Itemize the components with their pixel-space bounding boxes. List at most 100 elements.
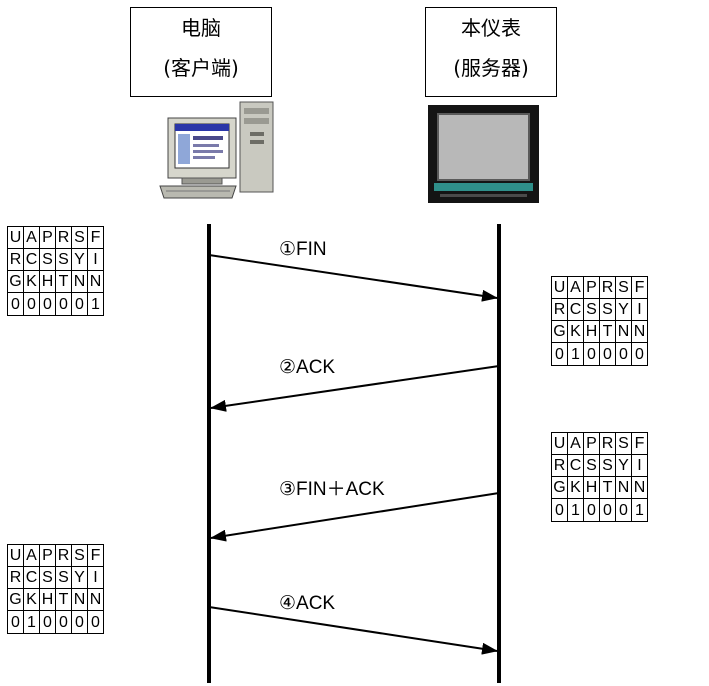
flag-cell: N	[87, 270, 104, 293]
flag-cell: 0	[583, 498, 600, 522]
flag-cell: 0	[551, 498, 568, 522]
flag-cell: Y	[71, 248, 88, 271]
flag-cell: I	[631, 298, 648, 321]
flag-cell: H	[39, 270, 56, 293]
flag-cell: A	[567, 432, 584, 455]
flag-cell: T	[55, 588, 72, 611]
flag-cell: S	[39, 248, 56, 271]
flag-cell: S	[39, 566, 56, 589]
flag-cell: 1	[87, 292, 104, 316]
flag-cell: 0	[55, 292, 72, 316]
message-fin-ack: ③FIN＋ACK	[279, 479, 385, 500]
flag-cell: T	[55, 270, 72, 293]
flag-cell: R	[551, 298, 568, 321]
client-label-box: 电脑 (客户端)	[130, 7, 272, 97]
flag-cell: K	[23, 588, 40, 611]
flag-cell: K	[567, 320, 584, 343]
client-subtitle: (客户端)	[163, 56, 239, 80]
flag-cell: N	[615, 320, 632, 343]
flag-cell: 0	[71, 292, 88, 316]
flag-cell: 1	[631, 498, 648, 522]
flag-cell: 0	[39, 292, 56, 316]
flag-cell: U	[7, 226, 24, 249]
flag-cell: C	[567, 298, 584, 321]
flag-cell: I	[631, 454, 648, 477]
flag-cell: A	[23, 226, 40, 249]
flag-cell: Y	[615, 298, 632, 321]
flag-cell: G	[7, 270, 24, 293]
flag-cell: F	[631, 276, 648, 299]
flag-cell: N	[87, 588, 104, 611]
flag-cell: S	[599, 298, 616, 321]
flag-cell: S	[55, 248, 72, 271]
client-title: 电脑	[181, 16, 221, 40]
server-title: 本仪表	[461, 16, 521, 40]
flag-cell: 0	[39, 610, 56, 634]
flag-cell: H	[39, 588, 56, 611]
flag-cell: K	[567, 476, 584, 499]
flag-cell: R	[7, 566, 24, 589]
flag-cell: N	[71, 270, 88, 293]
flag-cell: 0	[7, 292, 24, 316]
flag-cell: 0	[631, 342, 648, 366]
flag-cell: H	[583, 476, 600, 499]
flag-cell: S	[71, 544, 88, 567]
flag-cell: G	[7, 588, 24, 611]
flag-cell: N	[631, 476, 648, 499]
arrow-fin-ack	[210, 492, 500, 542]
flag-cell: R	[599, 276, 616, 299]
flag-cell: 1	[23, 610, 40, 634]
flag-cell: F	[87, 544, 104, 567]
flag-cell: P	[583, 276, 600, 299]
flag-cell: 1	[567, 498, 584, 522]
flag-cell: 0	[599, 342, 616, 366]
message-fin: ①FIN	[279, 239, 327, 260]
flag-cell: N	[615, 476, 632, 499]
flag-cell: 0	[71, 610, 88, 634]
flag-cell: 0	[599, 498, 616, 522]
flag-cell: S	[583, 454, 600, 477]
flag-cell: G	[551, 320, 568, 343]
flag-cell: Y	[71, 566, 88, 589]
flag-cell: I	[87, 566, 104, 589]
flag-cell: A	[23, 544, 40, 567]
flag-cell: C	[23, 248, 40, 271]
flag-cell: K	[23, 270, 40, 293]
flag-cell: C	[23, 566, 40, 589]
instrument-icon	[428, 105, 539, 203]
flag-cell: P	[39, 226, 56, 249]
flag-cell: 0	[583, 342, 600, 366]
flag-cell: 0	[7, 610, 24, 634]
flag-cell: R	[55, 544, 72, 567]
flag-cell: U	[551, 432, 568, 455]
server-label-box: 本仪表 (服务器)	[425, 7, 557, 97]
flag-cell: R	[599, 432, 616, 455]
flag-cell: I	[87, 248, 104, 271]
flag-cell: S	[583, 298, 600, 321]
flag-cell: A	[567, 276, 584, 299]
arrow-final-ack	[208, 606, 498, 655]
flag-cell: 0	[87, 610, 104, 634]
flag-cell: S	[55, 566, 72, 589]
computer-icon	[159, 101, 274, 199]
arrow-fin	[208, 254, 498, 302]
flag-cell: G	[551, 476, 568, 499]
flag-cell: R	[551, 454, 568, 477]
flag-cell: 0	[615, 498, 632, 522]
flag-cell: N	[631, 320, 648, 343]
flag-cell: T	[599, 476, 616, 499]
flag-cell: F	[631, 432, 648, 455]
flag-cell: 0	[551, 342, 568, 366]
flag-cell: Y	[615, 454, 632, 477]
flag-cell: U	[7, 544, 24, 567]
flag-cell: R	[7, 248, 24, 271]
flag-cell: P	[583, 432, 600, 455]
flag-cell: S	[599, 454, 616, 477]
flag-cell: N	[71, 588, 88, 611]
flag-cell: H	[583, 320, 600, 343]
message-final-ack: ④ACK	[279, 593, 336, 614]
